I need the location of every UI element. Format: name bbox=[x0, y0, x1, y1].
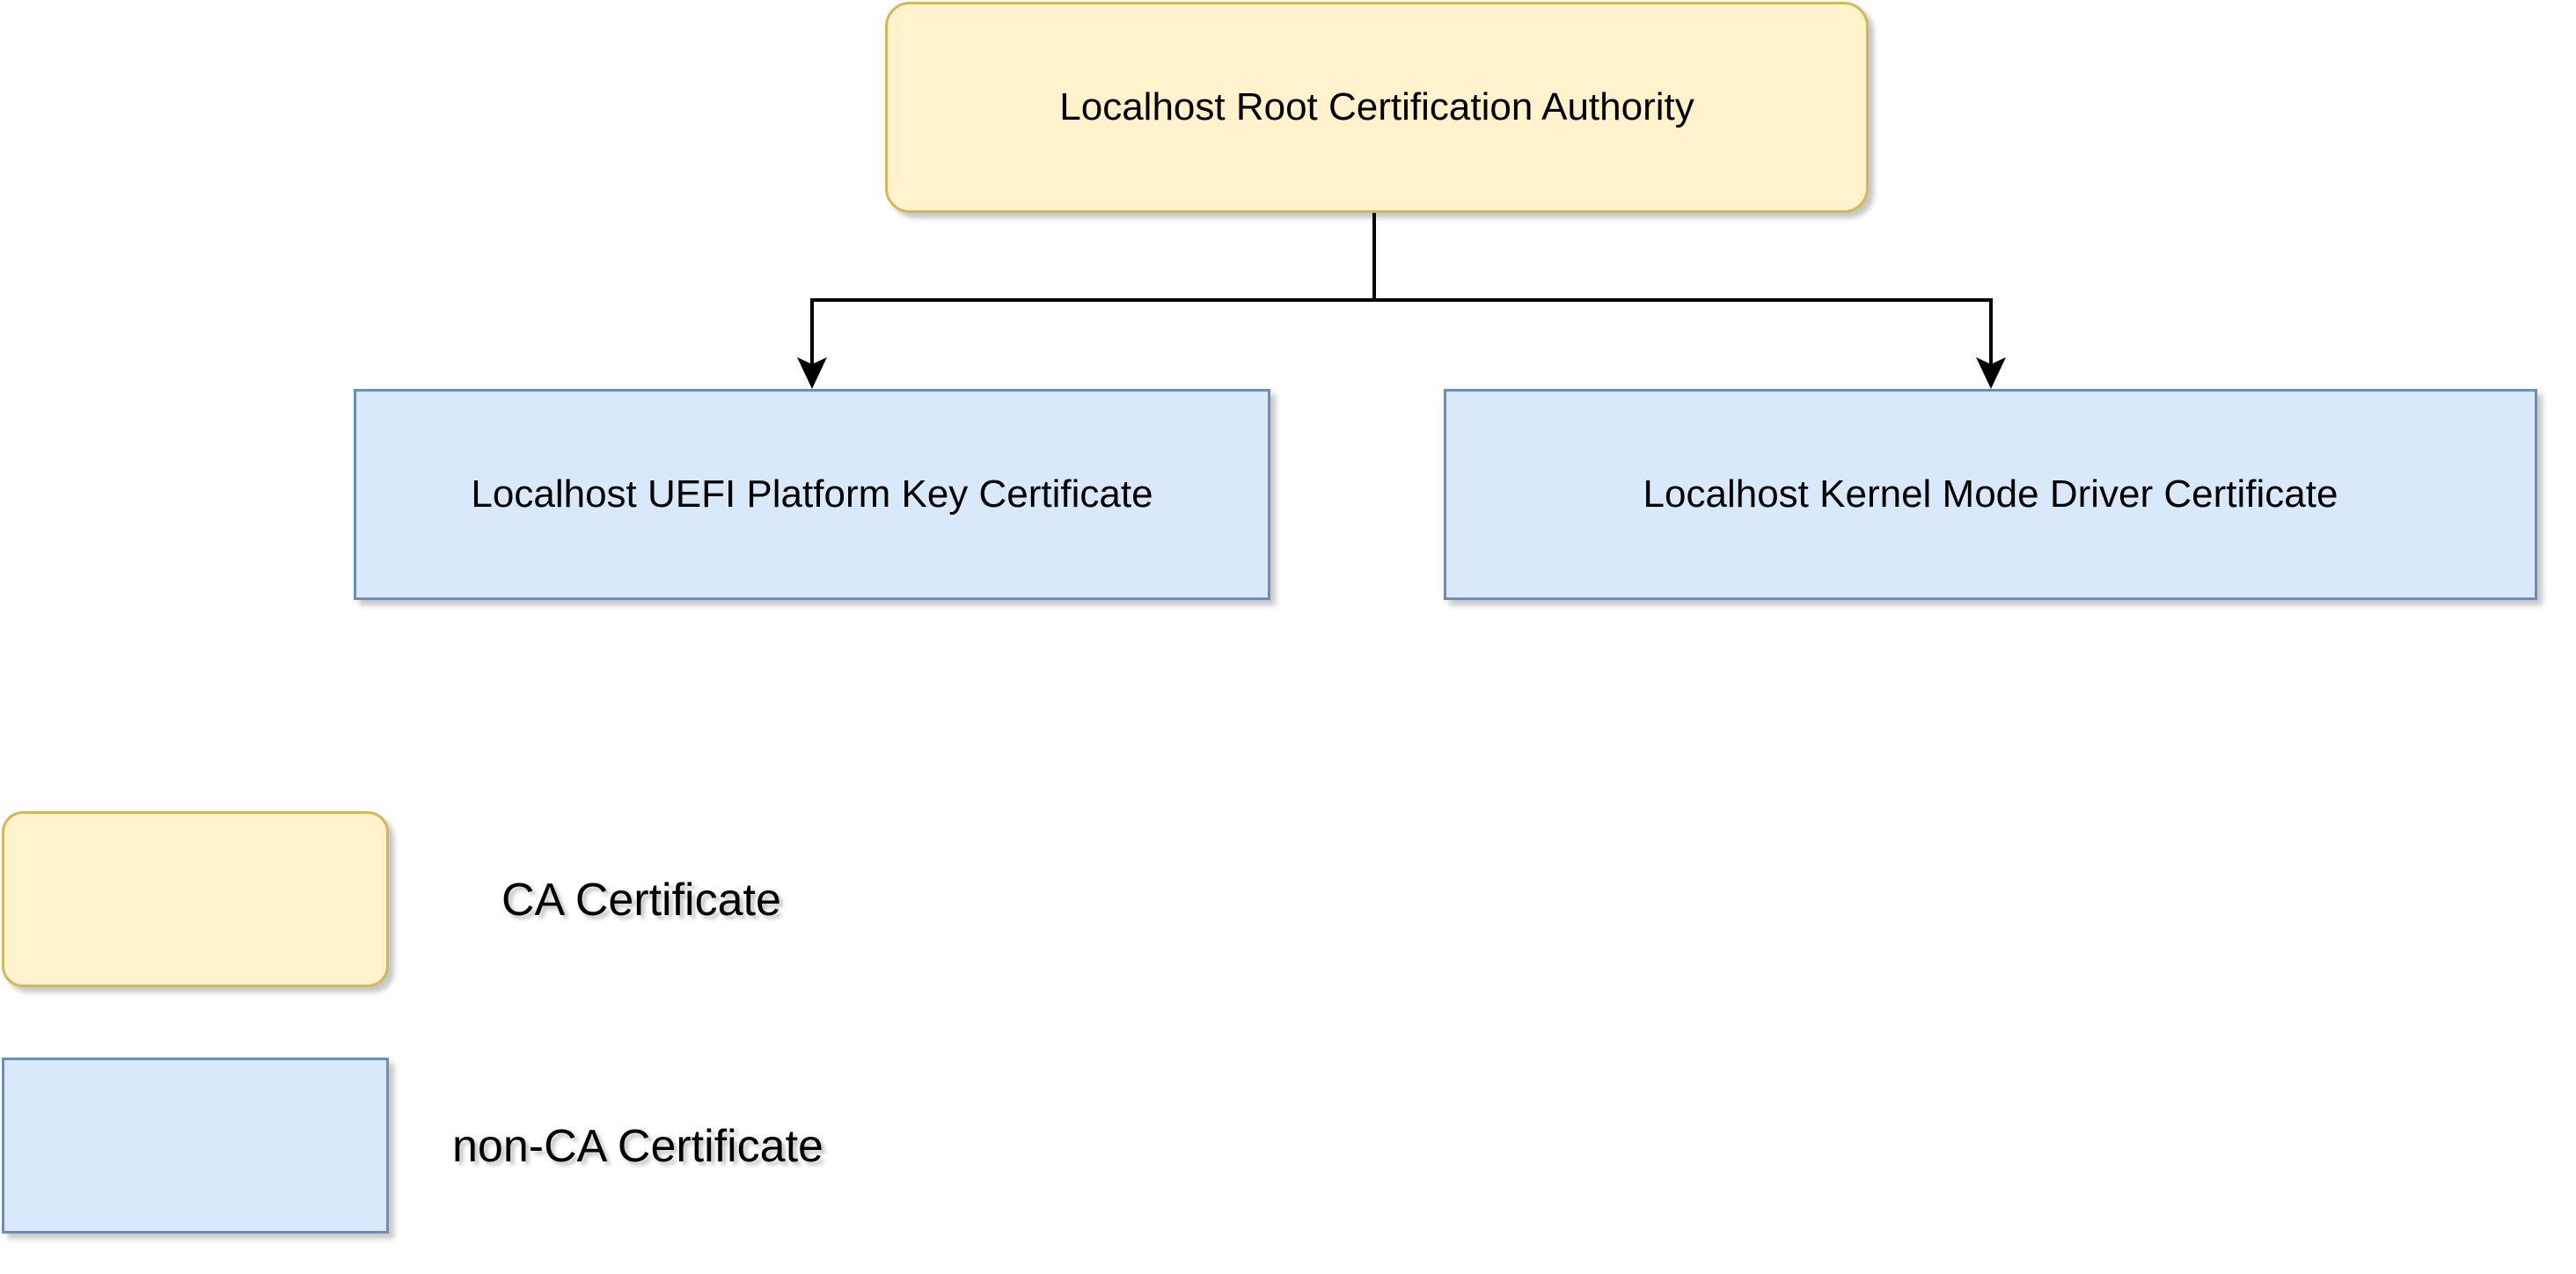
uefi-platform-key-label: Localhost UEFI Platform Key Certificate bbox=[471, 472, 1153, 516]
kernel-mode-driver-node: Localhost Kernel Mode Driver Certificate bbox=[1444, 389, 2537, 600]
arrowhead-kernel bbox=[1976, 357, 2006, 389]
edge-root-to-uefi bbox=[810, 213, 1376, 368]
root-ca-label: Localhost Root Certification Authority bbox=[1059, 84, 1694, 128]
root-ca-node: Localhost Root Certification Authority bbox=[885, 2, 1869, 213]
legend-ca-label: CA Certificate bbox=[501, 875, 781, 926]
kernel-mode-driver-label: Localhost Kernel Mode Driver Certificate bbox=[1643, 472, 2338, 516]
uefi-platform-key-node: Localhost UEFI Platform Key Certificate bbox=[354, 389, 1270, 600]
legend-non-ca-label: non-CA Certificate bbox=[452, 1121, 823, 1172]
edge-root-to-kernel bbox=[1374, 298, 1993, 368]
arrowhead-uefi bbox=[797, 357, 827, 389]
legend-non-ca-swatch bbox=[2, 1058, 389, 1234]
legend-ca-swatch bbox=[2, 811, 389, 987]
